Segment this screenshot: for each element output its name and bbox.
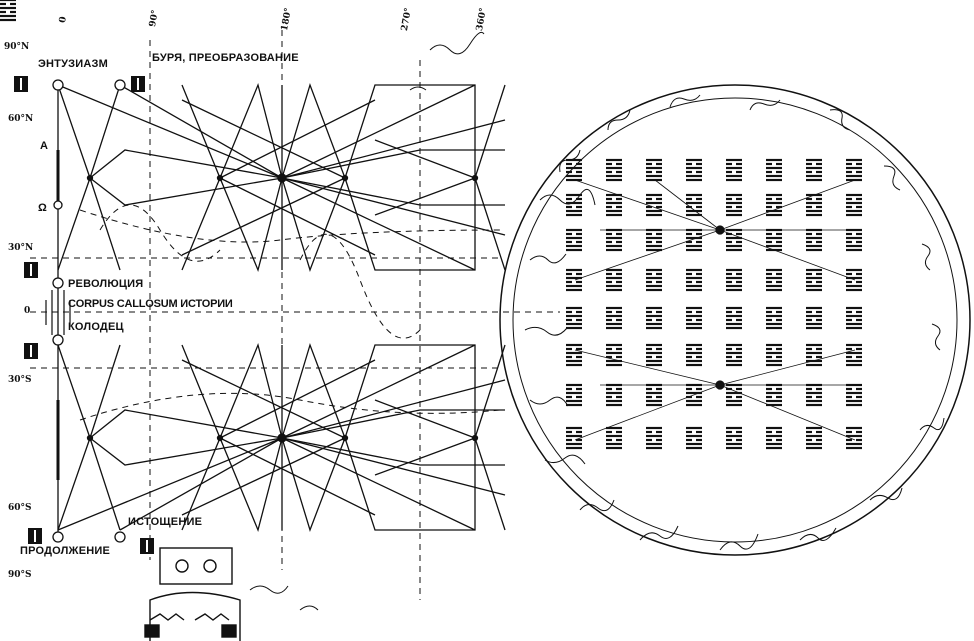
hexagram-well-icon <box>24 343 38 359</box>
hexagram-glyphs <box>566 160 862 448</box>
label-storm: БУРЯ, ПРЕОБРАЗОВАНИЕ <box>152 52 299 64</box>
totem-figure <box>145 548 240 641</box>
latitude-tick-60n: 60°N <box>8 114 33 124</box>
hexagram-storm-icon <box>131 76 145 92</box>
hexagram-grid <box>0 0 16 20</box>
latitude-tick-30n: 30°N <box>8 243 33 253</box>
latitude-tick-90s: 90°S <box>8 570 32 580</box>
marker-a: A <box>40 140 48 152</box>
hexagram-continuation-icon <box>28 528 42 544</box>
latitude-tick-0: 0 <box>24 306 30 316</box>
label-corpus-callosum: CORPUS CALLOSUM ИСТОРИИ <box>68 298 233 310</box>
marker-omega: Ω <box>38 202 47 214</box>
label-continuation: ПРОДОЛЖЕНИЕ <box>20 545 110 557</box>
label-well: КОЛОДЕЦ <box>68 321 124 333</box>
label-enthusiasm: ЭНТУЗИАЗМ <box>38 58 108 70</box>
hexagram-exhaustion-icon <box>140 538 154 554</box>
hexagram-revolution-icon <box>24 262 38 278</box>
river-lines <box>525 95 944 550</box>
hexagram-enthusiasm-icon <box>14 76 28 92</box>
latitude-tick-60s: 60°S <box>8 503 32 513</box>
latitude-tick-90n: 90°N <box>4 42 29 52</box>
hexagram-hubs <box>716 226 724 389</box>
label-revolution: РЕВОЛЮЦИЯ <box>68 278 143 290</box>
sketch-marks <box>250 32 484 610</box>
latitude-tick-30s: 30°S <box>8 375 32 385</box>
label-exhaustion: ИСТОЩЕНИЕ <box>128 516 202 528</box>
